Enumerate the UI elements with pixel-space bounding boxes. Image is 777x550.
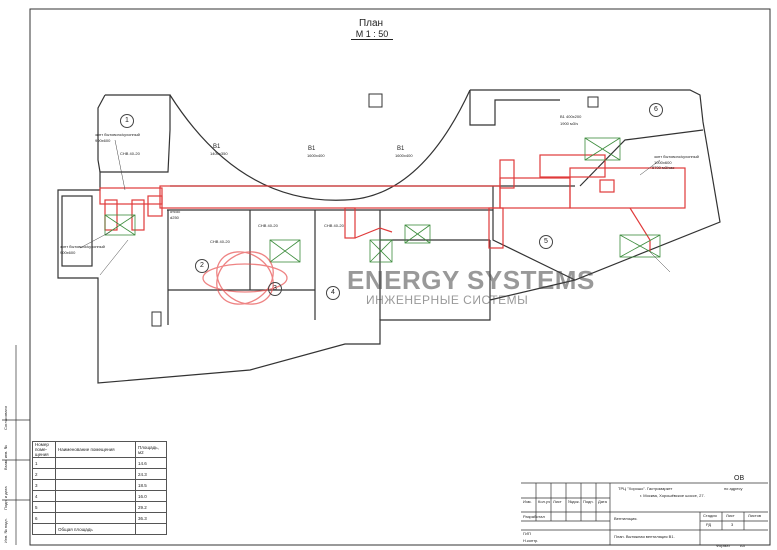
energy-systems-logo-mark <box>202 251 288 305</box>
cell-num: 6 <box>32 512 56 524</box>
hood-size-right: 1000х600 <box>654 160 672 165</box>
stamp-format: А3 <box>740 543 745 548</box>
watermark-brand: ENERGY SYSTEMS <box>347 265 595 295</box>
hood-symbols <box>104 137 661 263</box>
hood-size-2: 900х600 <box>60 250 76 255</box>
cell-name <box>55 468 136 480</box>
leader-lines <box>79 139 671 276</box>
side-label-1: Согласовано <box>3 405 8 430</box>
cell-num: 2 <box>32 468 56 480</box>
duct-size-3: 1600x400 <box>395 153 413 158</box>
hood-label-2: зонт бытового/кухонный <box>60 244 105 249</box>
cell-num: 1 <box>32 457 56 469</box>
cell-area: 24.3 <box>135 468 167 480</box>
cell-num: 5 <box>32 501 56 513</box>
exhaust-size: d250 <box>170 215 179 220</box>
side-label-2: Взам. инв. № <box>3 445 8 470</box>
stamp-col-1: Изм. <box>523 499 532 504</box>
stamp-project-line1: ТРЦ "Хорошо". Гастромаркет <box>618 486 673 491</box>
stamp-section: Вентиляция. <box>614 516 638 521</box>
cell-name <box>55 457 136 469</box>
cell-num: 4 <box>32 490 56 502</box>
stamp-role-4: Н.контр. <box>523 538 539 543</box>
stamp-sheet-number: 3 <box>731 522 734 527</box>
room-number-3: 3 <box>268 282 282 296</box>
exhaust-label: отсос <box>170 209 181 214</box>
stamp-col-6: Дата <box>598 499 607 504</box>
col-header-area: Площадь, м2 <box>135 441 167 458</box>
drawing-scale: М 1 : 50 <box>351 29 393 40</box>
duct-label-right: В1 400х200 <box>560 114 582 119</box>
valve-label-3: СНВ 40-20 <box>258 223 278 228</box>
cell-area: 36.3 <box>135 512 167 524</box>
stamp-code: ОВ <box>734 475 745 482</box>
duct-size-1: 1400x350 <box>210 151 228 156</box>
room-number-5: 5 <box>539 235 553 249</box>
cell-name <box>55 490 136 502</box>
room-number-2: 2 <box>195 259 209 273</box>
total-label: Общая площадь <box>55 523 136 535</box>
stamp-col-2: Кол.уч <box>538 499 550 504</box>
cell-area: 18.5 <box>135 479 167 491</box>
building-walls <box>57 89 721 384</box>
duct-flow-right: 1900 м3/ч <box>560 121 579 126</box>
valve-label-4: СНВ 40-20 <box>324 223 344 228</box>
duct-size-2: 1600x400 <box>307 153 325 158</box>
table-header-row: Номер поме-щения Наименование помещения … <box>32 441 167 458</box>
duct-label-b1-3: В1 <box>397 146 405 152</box>
cell-name <box>55 512 136 524</box>
stamp-sheets-label: Листов <box>748 513 761 518</box>
side-label-4: Инв. № подл. <box>3 518 8 543</box>
stamp-project-line2: по адресу <box>724 486 743 491</box>
flow-label-right: 5700 м3/час <box>652 165 675 170</box>
hood-size-1: 900х600 <box>95 138 111 143</box>
room-number-4: 4 <box>326 286 340 300</box>
exhaust-ducts <box>99 154 686 252</box>
cell-area: 14.6 <box>135 457 167 469</box>
col-header-num: Номер поме-щения <box>32 441 56 458</box>
cell-name <box>55 479 136 491</box>
room-spec-table: Номер поме-щения Наименование помещения … <box>32 441 167 535</box>
title-block-lines <box>521 482 768 545</box>
stamp-stage-label: Стадия <box>703 513 717 518</box>
side-label-3: Подп. и дата <box>3 486 8 510</box>
cell-name <box>55 501 136 513</box>
stamp-format-label: Формат <box>716 543 731 548</box>
cell-area: 16.0 <box>135 490 167 502</box>
sheet-border <box>29 8 771 546</box>
stamp-sheet-title: План. Вытяжная вентиляция В1. <box>614 534 675 539</box>
cell-area: 29.2 <box>135 501 167 513</box>
stamp-col-5: Подп. <box>583 499 594 504</box>
hood-label-1: зонт бытового/кухонный <box>95 132 140 137</box>
table-total-row: Общая площадь <box>32 523 167 535</box>
valve-label-2: СНВ 40-20 <box>210 239 230 244</box>
stamp-project-line3: г. Москва, Хорошёвское шоссе, 27. <box>640 493 705 498</box>
watermark-subtitle: ИНЖЕНЕРНЫЕ СИСТЕМЫ <box>366 293 529 307</box>
valve-label-1: СНВ 40-20 <box>120 151 140 156</box>
stamp-stage: РД <box>706 522 712 527</box>
drawing-title: План <box>358 18 384 29</box>
cell-num: 3 <box>32 479 56 491</box>
side-strip-lines <box>2 345 30 545</box>
duct-label-b1-2: В1 <box>308 146 316 152</box>
stamp-role-3: ГИП <box>523 531 531 536</box>
duct-label-b1: В1 <box>213 144 221 150</box>
col-header-name: Наименование помещения <box>55 441 136 458</box>
stamp-col-4: №док. <box>568 499 580 504</box>
stamp-role-1: Разработал <box>523 514 545 519</box>
room-number-6: 6 <box>649 103 663 117</box>
columns <box>151 93 599 327</box>
room-number-1: 1 <box>120 114 134 128</box>
hood-label-right: зонт бытового/кухонный <box>654 154 699 159</box>
stamp-col-3: Лист <box>553 499 562 504</box>
stamp-sheet-label: Лист <box>726 513 735 518</box>
